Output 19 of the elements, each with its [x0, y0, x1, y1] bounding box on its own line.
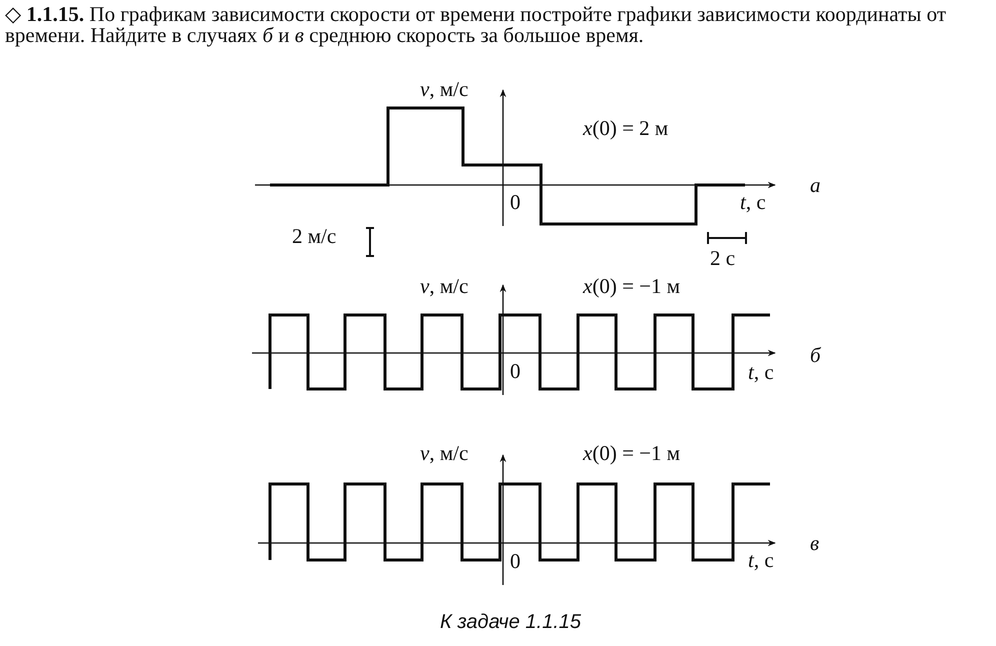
axis-label: v, м/с: [420, 79, 468, 100]
graph-letter: б: [810, 345, 821, 366]
origin-label: 0: [510, 551, 520, 572]
initial-condition: x(0) = 2 м: [583, 118, 668, 139]
initial-condition: x(0) = −1 м: [583, 276, 680, 297]
axis-label: v, м/с: [420, 276, 468, 297]
scale-label: 2 с: [710, 248, 736, 269]
origin-label: 0: [510, 192, 520, 213]
initial-condition: x(0) = −1 м: [583, 443, 680, 464]
origin-label: 0: [510, 361, 520, 382]
problem-text: ◇ 1.1.15. По графикам зависимости скорости от времени постройте графики зависимости координаты от времени. Найдите в случаях б и в среднюю скорость за большое время.: [5, 4, 947, 46]
axis-label: t, с: [748, 362, 774, 383]
axis-label: v, м/с: [420, 443, 468, 464]
scale-label: 2 м/с: [292, 226, 336, 247]
graph-letter: в: [810, 533, 820, 554]
figure-caption: К задаче 1.1.15: [440, 612, 582, 632]
graph-letter: а: [810, 175, 820, 196]
axis-label: t, с: [740, 192, 766, 213]
axis-label: t, с: [748, 550, 774, 571]
